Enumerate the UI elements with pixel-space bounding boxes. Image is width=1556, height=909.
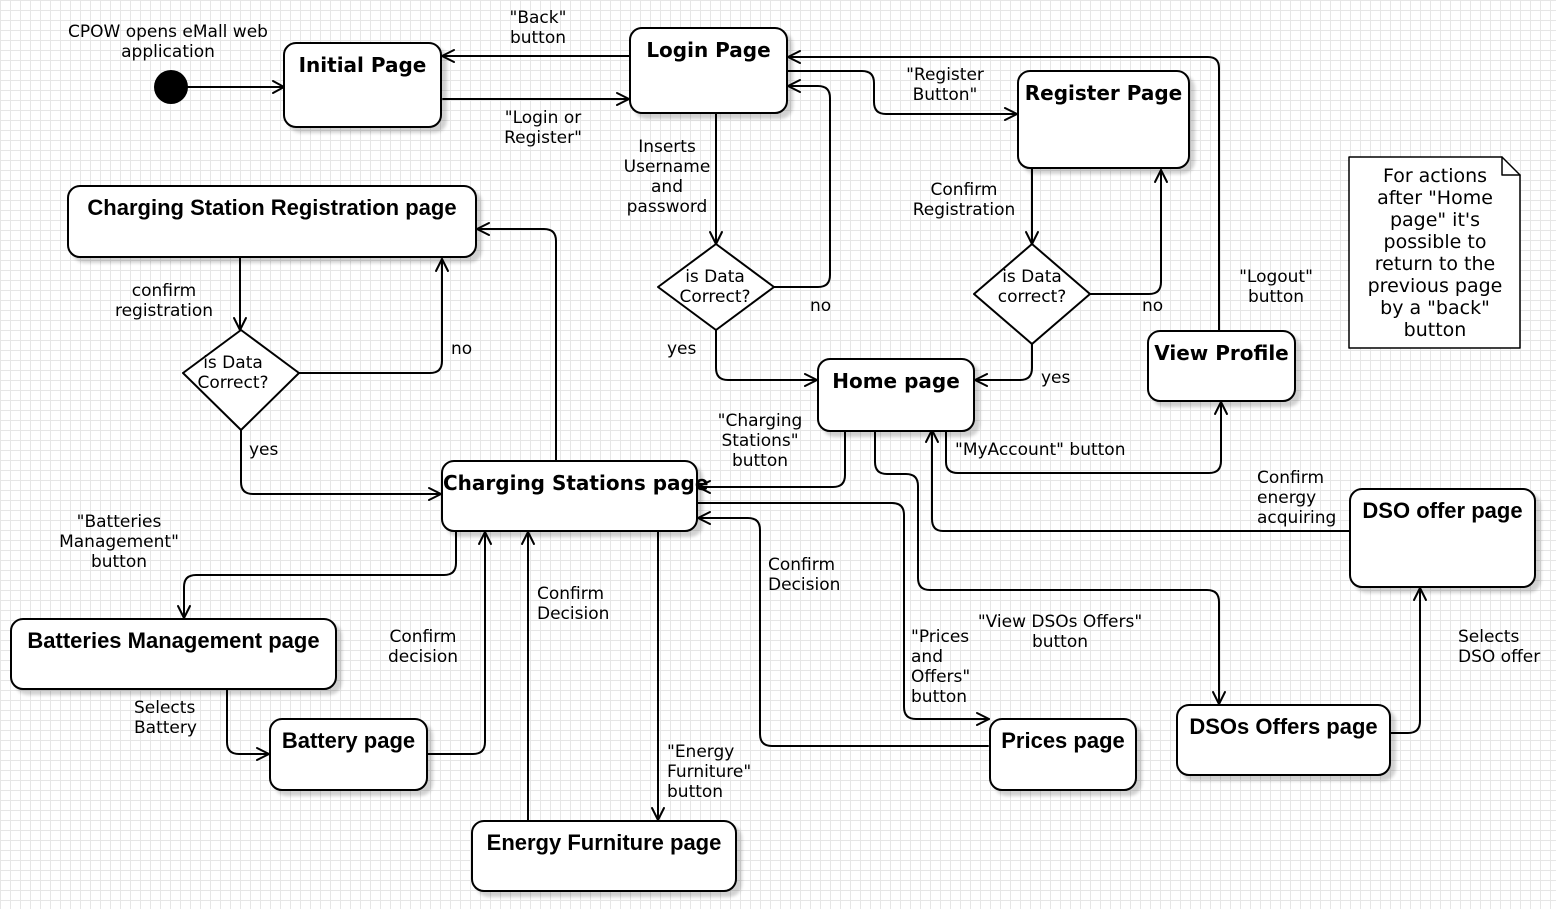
label-login-yes: yes	[667, 339, 697, 359]
label-confirm-decision-ef: Confirm Decision	[537, 584, 610, 624]
label-cs-yes: yes	[249, 440, 279, 460]
edge-register-decision-yes	[974, 343, 1033, 381]
edge-prices-cs	[697, 517, 989, 747]
state-prices-page: Prices page	[989, 718, 1137, 791]
decision-cs-label: is Data Correct?	[197, 353, 269, 393]
label-confirm-decision-battery: Confirm decision	[387, 627, 459, 667]
state-dsos-offers-page: DSOs Offers page	[1176, 704, 1391, 776]
label-charging-stations-button: "Charging Stations" button	[717, 411, 803, 471]
label-logout-button: "Logout" button	[1239, 267, 1313, 307]
label-inserts-credentials: Inserts Username and password	[623, 137, 711, 217]
note-text: For actions after "Home page" it's possi…	[1367, 165, 1503, 341]
edge-register-decision-no	[1089, 169, 1162, 295]
edge-dsooffer-home	[931, 429, 1350, 532]
state-register-page: Register Page	[1017, 70, 1190, 169]
edge-login-register	[787, 70, 1018, 115]
state-charging-stations-page: Charging Stations page	[441, 460, 708, 532]
edge-cs-decision-yes	[240, 429, 442, 495]
label-energy-furniture-button: "Energy Furniture" button	[667, 742, 752, 802]
edge-cs-decision-no	[298, 258, 443, 374]
initial-node	[154, 70, 188, 104]
label-confirm-registration: Confirm Registration	[912, 180, 1016, 220]
edge-login-decision-yes	[715, 329, 817, 381]
note-shape	[1348, 156, 1521, 349]
state-batteries-management-page: Batteries Management page	[10, 618, 337, 690]
label-login-or-register: "Login or Register"	[504, 108, 582, 148]
label-confirm-decision-prices: Confirm Decision	[768, 555, 841, 595]
state-login-page: Login Page	[629, 27, 788, 114]
edge-home-dsos	[874, 431, 1220, 705]
label-myaccount-button: "MyAccount" button	[955, 440, 1126, 460]
label-back-button: "Back" button	[509, 8, 567, 48]
label-register-yes: yes	[1041, 368, 1071, 388]
label-start: CPOW opens eMall web application	[68, 22, 268, 62]
edge-battery-cs	[427, 531, 486, 755]
edge-cs-csreg	[476, 228, 557, 461]
label-selects-battery: Selects Battery	[134, 698, 197, 738]
label-cs-no: no	[451, 339, 473, 359]
label-selects-dso: Selects DSO offer	[1458, 627, 1541, 667]
decision-login-label: is Data Correct?	[679, 267, 751, 307]
state-energy-furniture-page: Energy Furniture page	[471, 820, 737, 892]
state-dso-offer-page: DSO offer page	[1349, 488, 1536, 588]
edge-dsos-dsooffer	[1390, 587, 1421, 734]
state-cs-registration-page: Charging Station Registration page	[67, 185, 477, 258]
state-view-profile: View Profile	[1147, 330, 1296, 402]
edge-batteries-battery	[226, 689, 269, 755]
label-batteries-button: "Batteries Management" button	[59, 512, 179, 572]
edge-cs-batteries	[183, 530, 457, 618]
label-register-button: "Register Button"	[906, 65, 984, 105]
state-home-page: Home page	[817, 358, 975, 432]
label-view-dsos-button: "View DSOs Offers" button	[977, 612, 1143, 652]
edge-cs-prices	[697, 502, 990, 720]
state-battery-page: Battery page	[269, 718, 428, 791]
label-register-no: no	[1142, 296, 1164, 316]
decision-register-label: is Data correct?	[997, 267, 1067, 307]
label-prices-offers-button: "Prices and Offers" button	[911, 627, 971, 707]
edge-home-profile	[945, 401, 1222, 474]
state-initial-page: Initial Page	[283, 42, 442, 128]
edge-profile-login-logout	[788, 56, 1220, 331]
label-confirm-energy: Confirm energy acquiring	[1257, 468, 1337, 528]
label-confirm-registration-cs: confirm registration	[114, 281, 214, 321]
edge-home-cs	[697, 431, 846, 488]
label-login-no: no	[810, 296, 832, 316]
edge-login-decision-no	[773, 85, 831, 288]
